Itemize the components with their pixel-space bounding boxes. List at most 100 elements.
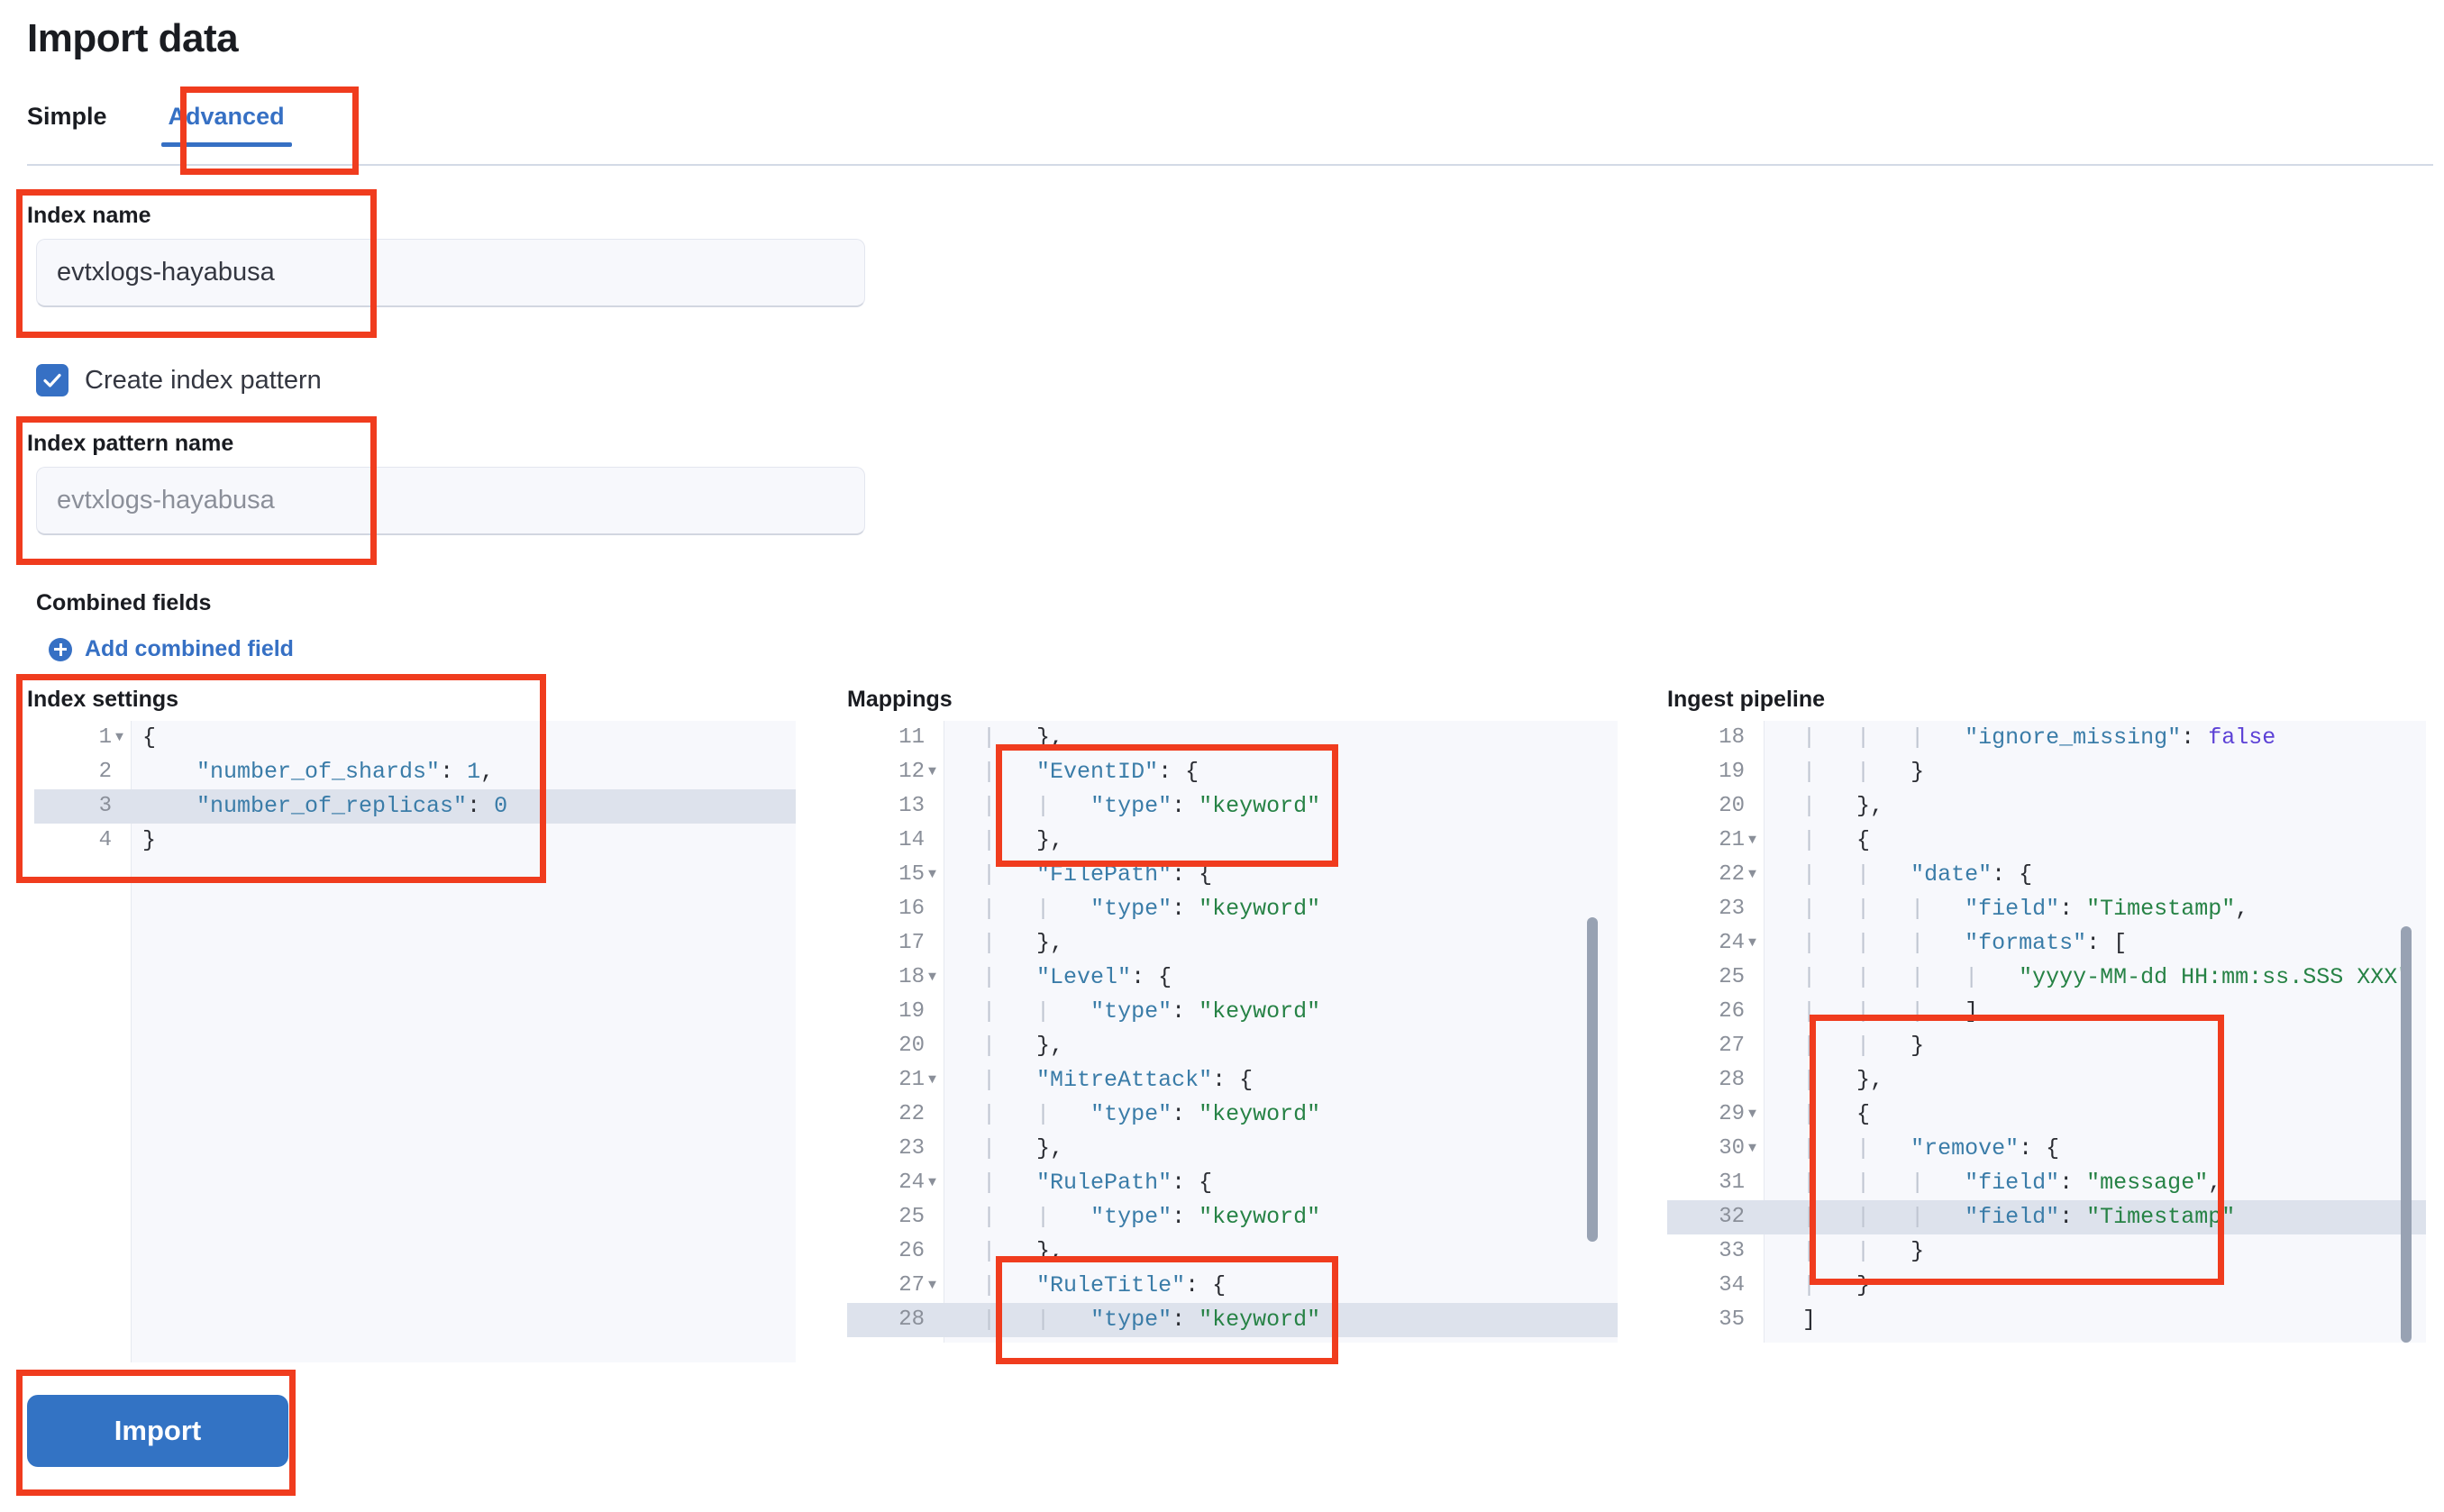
- code-line[interactable]: 22 | | "type": "keyword": [847, 1098, 1618, 1132]
- code-line[interactable]: 15▼ | "FilePath": {: [847, 858, 1618, 892]
- code-line[interactable]: 27 | | }: [1667, 1029, 2426, 1063]
- line-number: 28: [898, 1307, 925, 1332]
- code-text: "number_of_shards": 1,: [196, 759, 495, 785]
- code-line[interactable]: 2 "number_of_shards": 1,: [34, 755, 796, 789]
- line-number: 19: [1719, 760, 1745, 784]
- fold-arrow-icon[interactable]: ▼: [1748, 1141, 1757, 1156]
- code-line[interactable]: 4}: [34, 824, 796, 858]
- line-number: 29: [1719, 1102, 1745, 1126]
- index-name-input[interactable]: evtxlogs-hayabusa: [36, 239, 865, 307]
- line-number: 34: [1719, 1273, 1745, 1298]
- code-line[interactable]: 19 | | }: [1667, 755, 2426, 789]
- create-index-pattern-row[interactable]: Create index pattern: [36, 364, 322, 396]
- code-line[interactable]: 14 | },: [847, 824, 1618, 858]
- fold-arrow-icon[interactable]: ▼: [928, 764, 937, 779]
- code-line[interactable]: 24▼ | "RulePath": {: [847, 1166, 1618, 1200]
- code-text: | },: [955, 1337, 1063, 1343]
- code-line[interactable]: 20 | },: [847, 1029, 1618, 1063]
- code-line[interactable]: 31 | | | "field": "message",: [1667, 1166, 2426, 1200]
- fold-arrow-icon[interactable]: ▼: [115, 730, 124, 745]
- code-line[interactable]: 29▼ | {: [1667, 1098, 2426, 1132]
- code-line[interactable]: 11 | },: [847, 721, 1618, 755]
- code-line[interactable]: 13 | | "type": "keyword": [847, 789, 1618, 824]
- mappings-scrollbar[interactable]: [1587, 917, 1598, 1242]
- fold-arrow-icon[interactable]: ▼: [1748, 867, 1757, 882]
- fold-arrow-icon[interactable]: ▼: [928, 867, 937, 882]
- ingest-pipeline-scrollbar[interactable]: [2401, 926, 2412, 1343]
- fold-arrow-icon[interactable]: ▼: [1748, 833, 1757, 848]
- code-text: | },: [982, 827, 1064, 853]
- code-line[interactable]: 35 ]: [1667, 1303, 2426, 1337]
- line-number: 15: [898, 862, 925, 887]
- code-text: | },: [982, 724, 1064, 751]
- code-line[interactable]: 22▼ | | "date": {: [1667, 858, 2426, 892]
- code-line[interactable]: 24▼ | | | "formats": [: [1667, 926, 2426, 961]
- code-line[interactable]: 27▼ | "RuleTitle": {: [847, 1269, 1618, 1303]
- line-number: 20: [1719, 794, 1745, 818]
- line-number: 22: [1719, 862, 1745, 887]
- code-line[interactable]: 23 | },: [847, 1132, 1618, 1166]
- code-line[interactable]: 23 | | | "field": "Timestamp",: [1667, 892, 2426, 926]
- code-line[interactable]: 16 | | "type": "keyword": [847, 892, 1618, 926]
- code-line[interactable]: 30▼ | | "remove": {: [1667, 1132, 2426, 1166]
- fold-arrow-icon[interactable]: ▼: [1748, 1107, 1757, 1122]
- fold-arrow-icon[interactable]: ▼: [928, 1175, 937, 1190]
- code-line[interactable]: 12▼ | "EventID": {: [847, 755, 1618, 789]
- import-button[interactable]: Import: [27, 1395, 288, 1467]
- code-line[interactable]: 29 | },: [847, 1337, 1618, 1343]
- code-line[interactable]: 28 | },: [1667, 1063, 2426, 1098]
- line-number: 35: [1719, 1307, 1745, 1332]
- index-settings-editor[interactable]: 1▼{2 "number_of_shards": 1,3 "number_of_…: [34, 721, 796, 1362]
- code-text: | | | "formats": [: [1802, 930, 2128, 956]
- code-line[interactable]: 28 | | "type": "keyword": [847, 1303, 1618, 1337]
- code-line[interactable]: 17 | },: [847, 926, 1618, 961]
- fold-arrow-icon[interactable]: ▼: [928, 1278, 937, 1293]
- gutter: [847, 721, 944, 1343]
- line-number: 21: [898, 1068, 925, 1092]
- code-line[interactable]: 25 | | | | "yyyy-MM-dd HH:mm:ss.SSS XXX": [1667, 961, 2426, 995]
- code-line[interactable]: 36}: [1667, 1337, 2426, 1343]
- tab-advanced[interactable]: Advanced: [138, 97, 315, 147]
- code-line[interactable]: 3 "number_of_replicas": 0: [34, 789, 796, 824]
- code-text: | | | | "yyyy-MM-dd HH:mm:ss.SSS XXX": [1802, 964, 2412, 990]
- code-line[interactable]: 19 | | "type": "keyword": [847, 995, 1618, 1029]
- code-line[interactable]: 21▼ | "MitreAttack": {: [847, 1063, 1618, 1098]
- code-line[interactable]: 1▼{: [34, 721, 796, 755]
- code-text: | | | "field": "Timestamp": [1802, 1204, 2236, 1230]
- line-number: 24: [898, 1170, 925, 1195]
- code-line[interactable]: 18▼ | "Level": {: [847, 961, 1618, 995]
- code-text: | "MitreAttack": {: [982, 1067, 1254, 1093]
- code-line[interactable]: 20 | },: [1667, 789, 2426, 824]
- code-lines[interactable]: 1▼{2 "number_of_shards": 1,3 "number_of_…: [34, 721, 796, 1362]
- line-number: 27: [1719, 1034, 1745, 1058]
- code-text: "number_of_replicas": 0: [196, 793, 508, 819]
- code-line[interactable]: 18 | | | "ignore_missing": false: [1667, 721, 2426, 755]
- code-line[interactable]: 34 | }: [1667, 1269, 2426, 1303]
- code-line[interactable]: 21▼ | {: [1667, 824, 2426, 858]
- index-pattern-name-input[interactable]: evtxlogs-hayabusa: [36, 467, 865, 535]
- mappings-editor[interactable]: 11 | },12▼ | "EventID": {13 | | "type": …: [847, 721, 1618, 1343]
- fold-arrow-icon[interactable]: ▼: [1748, 935, 1757, 951]
- code-text: | {: [1802, 1101, 1871, 1127]
- index-pattern-name-label: Index pattern name: [27, 431, 234, 456]
- line-number: 4: [98, 828, 112, 852]
- code-line[interactable]: 26 | | | ]: [1667, 995, 2426, 1029]
- code-text: | | | "field": "Timestamp",: [1802, 896, 2249, 922]
- line-number: 2: [98, 760, 112, 784]
- gutter: [1667, 721, 1765, 1343]
- code-line[interactable]: 33 | | }: [1667, 1234, 2426, 1269]
- code-line[interactable]: 26 | },: [847, 1234, 1618, 1269]
- code-text: | | "type": "keyword": [982, 1307, 1321, 1333]
- code-line[interactable]: 32 | | | "field": "Timestamp": [1667, 1200, 2426, 1234]
- code-text: }: [1775, 1337, 1789, 1343]
- index-settings-title: Index settings: [27, 687, 179, 712]
- checkmark-icon[interactable]: [36, 364, 68, 396]
- fold-arrow-icon[interactable]: ▼: [928, 1072, 937, 1088]
- fold-arrow-icon[interactable]: ▼: [928, 970, 937, 985]
- code-lines[interactable]: 11 | },12▼ | "EventID": {13 | | "type": …: [847, 721, 1618, 1343]
- code-line[interactable]: 25 | | "type": "keyword": [847, 1200, 1618, 1234]
- add-combined-field-button[interactable]: Add combined field: [49, 636, 294, 662]
- tab-simple[interactable]: Simple: [27, 103, 107, 130]
